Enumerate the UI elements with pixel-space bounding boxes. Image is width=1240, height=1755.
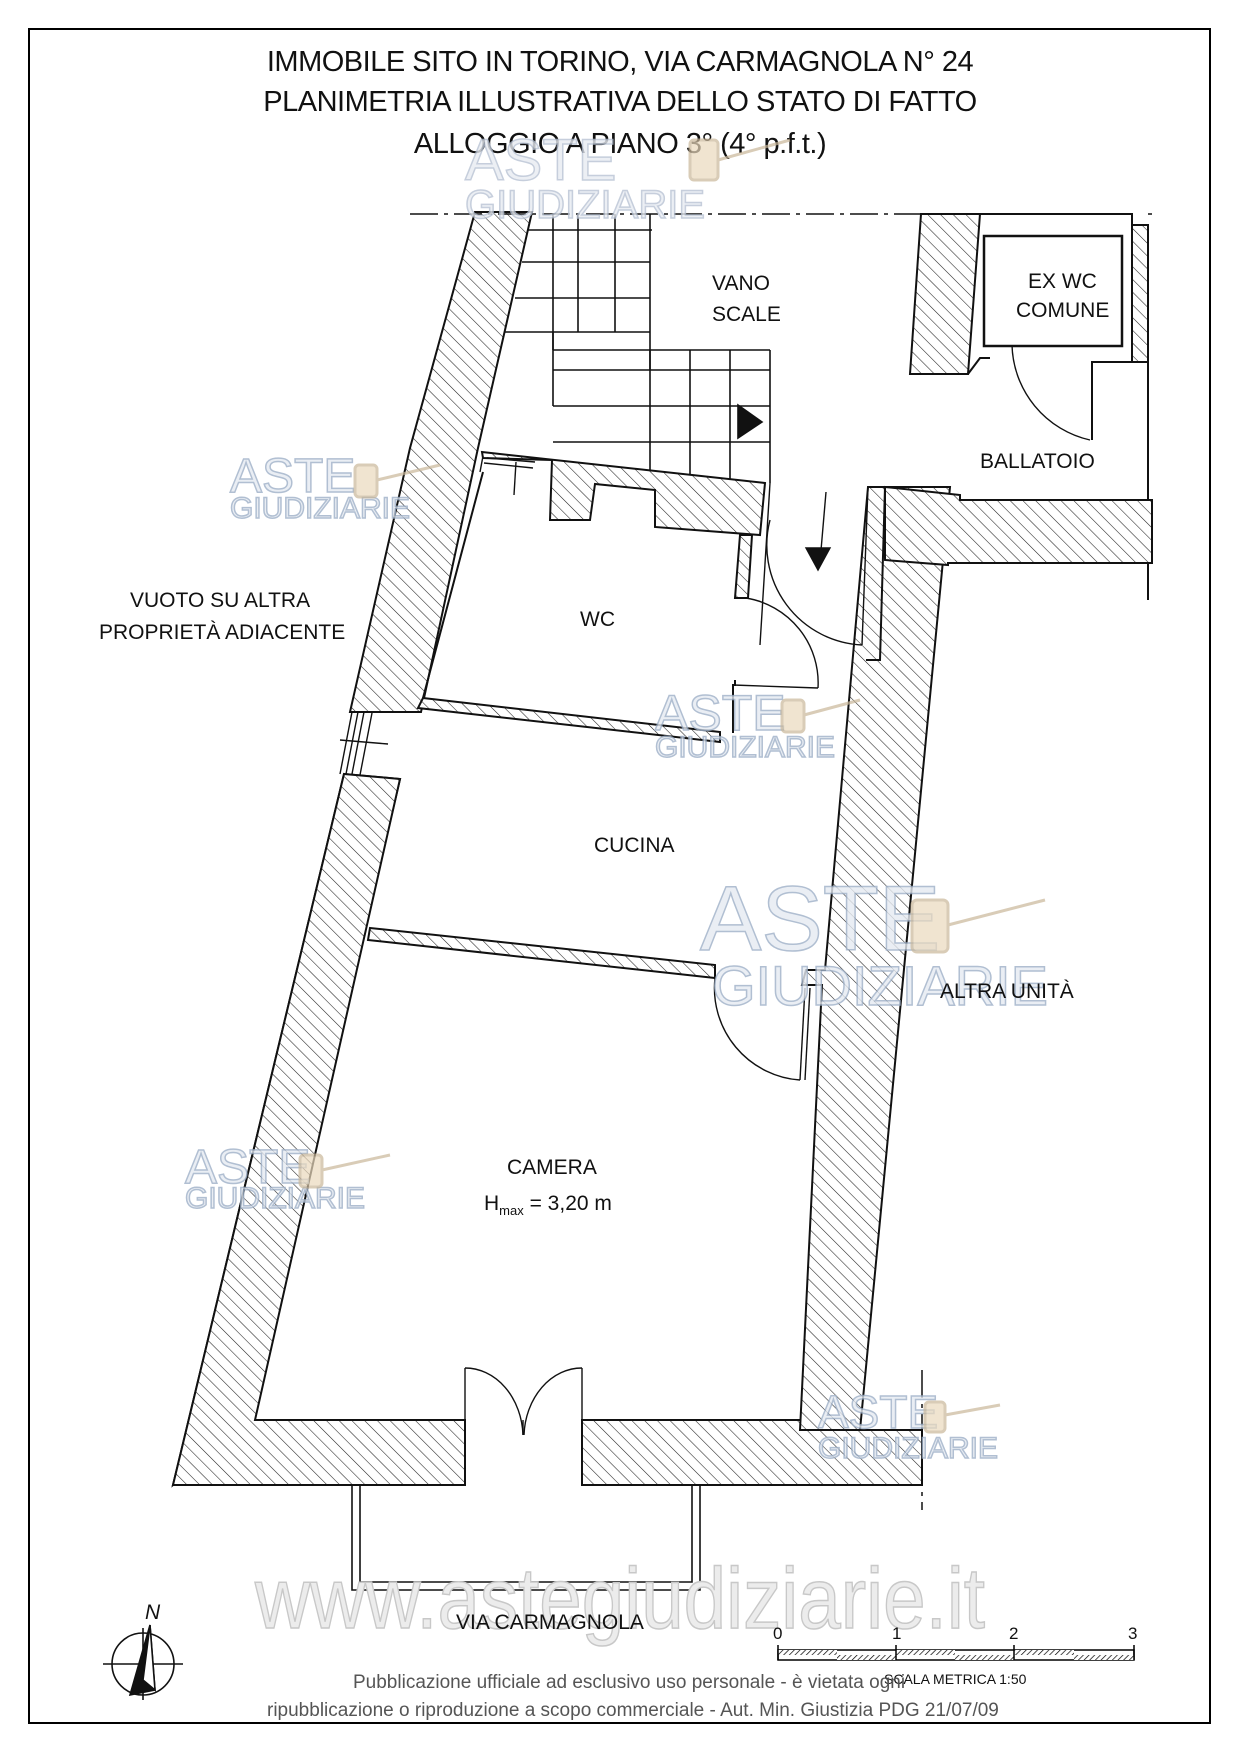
label-ex-wc-1: EX WC [1028, 270, 1097, 293]
label-vano-scale-1: VANO [712, 272, 770, 295]
watermark-logos: ASTE GIUDIZIARIE ASTE GIUDIZIARIE ASTE G… [184, 127, 1049, 1466]
scale-bar [777, 1645, 1135, 1661]
footer-line-2: ripubblicazione o riproduzione a scopo c… [267, 1700, 999, 1721]
label-hmax-value: = 3,20 m [529, 1192, 612, 1215]
north-arrow-icon [103, 1624, 183, 1700]
label-hmax-sub: max [499, 1203, 524, 1219]
drawing-frame [28, 28, 1211, 1724]
north-label: N [145, 1601, 161, 1624]
svg-text:GIUDIZIARIE: GIUDIZIARIE [185, 1182, 365, 1215]
title-line-2: PLANIMETRIA ILLUSTRATIVA DELLO STATO DI … [263, 86, 977, 118]
scale-caption: SCALA METRICA 1:50 [884, 1671, 1027, 1687]
gavel-icons [298, 138, 1046, 1434]
left-wall-upper [348, 211, 534, 713]
label-vuoto-2: PROPRIETÀ ADIACENTE [99, 621, 346, 644]
balcony [351, 1485, 701, 1591]
svg-text:ASTE: ASTE [465, 128, 617, 193]
left-wall-lower-solid [171, 772, 466, 1486]
label-vuoto-1: VUOTO SU ALTRA [130, 589, 311, 612]
label-vano-scale-2: SCALE [712, 303, 781, 326]
scale-tick-0: 0 [773, 1624, 783, 1643]
label-hmax-h: H [484, 1192, 500, 1215]
label-ballatoio: BALLATOIO [980, 450, 1095, 473]
wc-right-stub [733, 534, 754, 599]
label-hmax: Hmax = 3,20 m [484, 1192, 612, 1218]
svg-text:GIUDIZIARIE: GIUDIZIARIE [818, 1432, 998, 1465]
svg-text:GIUDIZIARIE: GIUDIZIARIE [465, 183, 705, 227]
svg-text:ASTE: ASTE [818, 1386, 938, 1438]
wc-north-wall [480, 450, 767, 537]
footer-line-1: Pubblicazione ufficiale ad esclusivo uso… [353, 1672, 906, 1693]
ballatoio-wall [884, 485, 1153, 567]
svg-text:ASTE: ASTE [700, 868, 940, 970]
ex-wc-wall-right [1131, 224, 1149, 363]
ex-wc-box [982, 234, 1124, 348]
title-line-3: ALLOGGIO A PIANO 3° (4° p.f.t.) [413, 128, 827, 160]
svg-text:ASTE: ASTE [185, 1141, 310, 1194]
ex-wc-wall-left [908, 213, 982, 375]
label-street: VIA CARMAGNOLA [456, 1611, 644, 1634]
staircase [505, 214, 771, 483]
wc-inner-outline [422, 471, 484, 699]
label-cucina: CUCINA [594, 834, 675, 857]
svg-text:GIUDIZIARIE: GIUDIZIARIE [655, 731, 835, 764]
scale-tick-1: 1 [892, 1624, 902, 1643]
url-watermark: www.astegiudiziarie.it [254, 1551, 985, 1647]
svg-text:ASTE: ASTE [655, 685, 786, 741]
kitchen-bedroom-wall [366, 926, 716, 980]
svg-text:GIUDIZIARIE: GIUDIZIARIE [712, 954, 1048, 1017]
wc-south-wall [416, 696, 721, 744]
scale-tick-2: 2 [1009, 1624, 1019, 1643]
title-line-1: IMMOBILE SITO IN TORINO, VIA CARMAGNOLA … [266, 46, 974, 78]
scale-tick-3: 3 [1128, 1624, 1138, 1643]
label-camera: CAMERA [507, 1156, 597, 1179]
right-wall [798, 486, 952, 1431]
svg-text:ASTE: ASTE [230, 450, 355, 503]
label-altra-unita: ALTRA UNITÀ [940, 980, 1074, 1003]
label-wc: WC [580, 608, 615, 631]
label-ex-wc-2: COMUNE [1016, 299, 1110, 322]
svg-text:GIUDIZIARIE: GIUDIZIARIE [230, 492, 410, 525]
